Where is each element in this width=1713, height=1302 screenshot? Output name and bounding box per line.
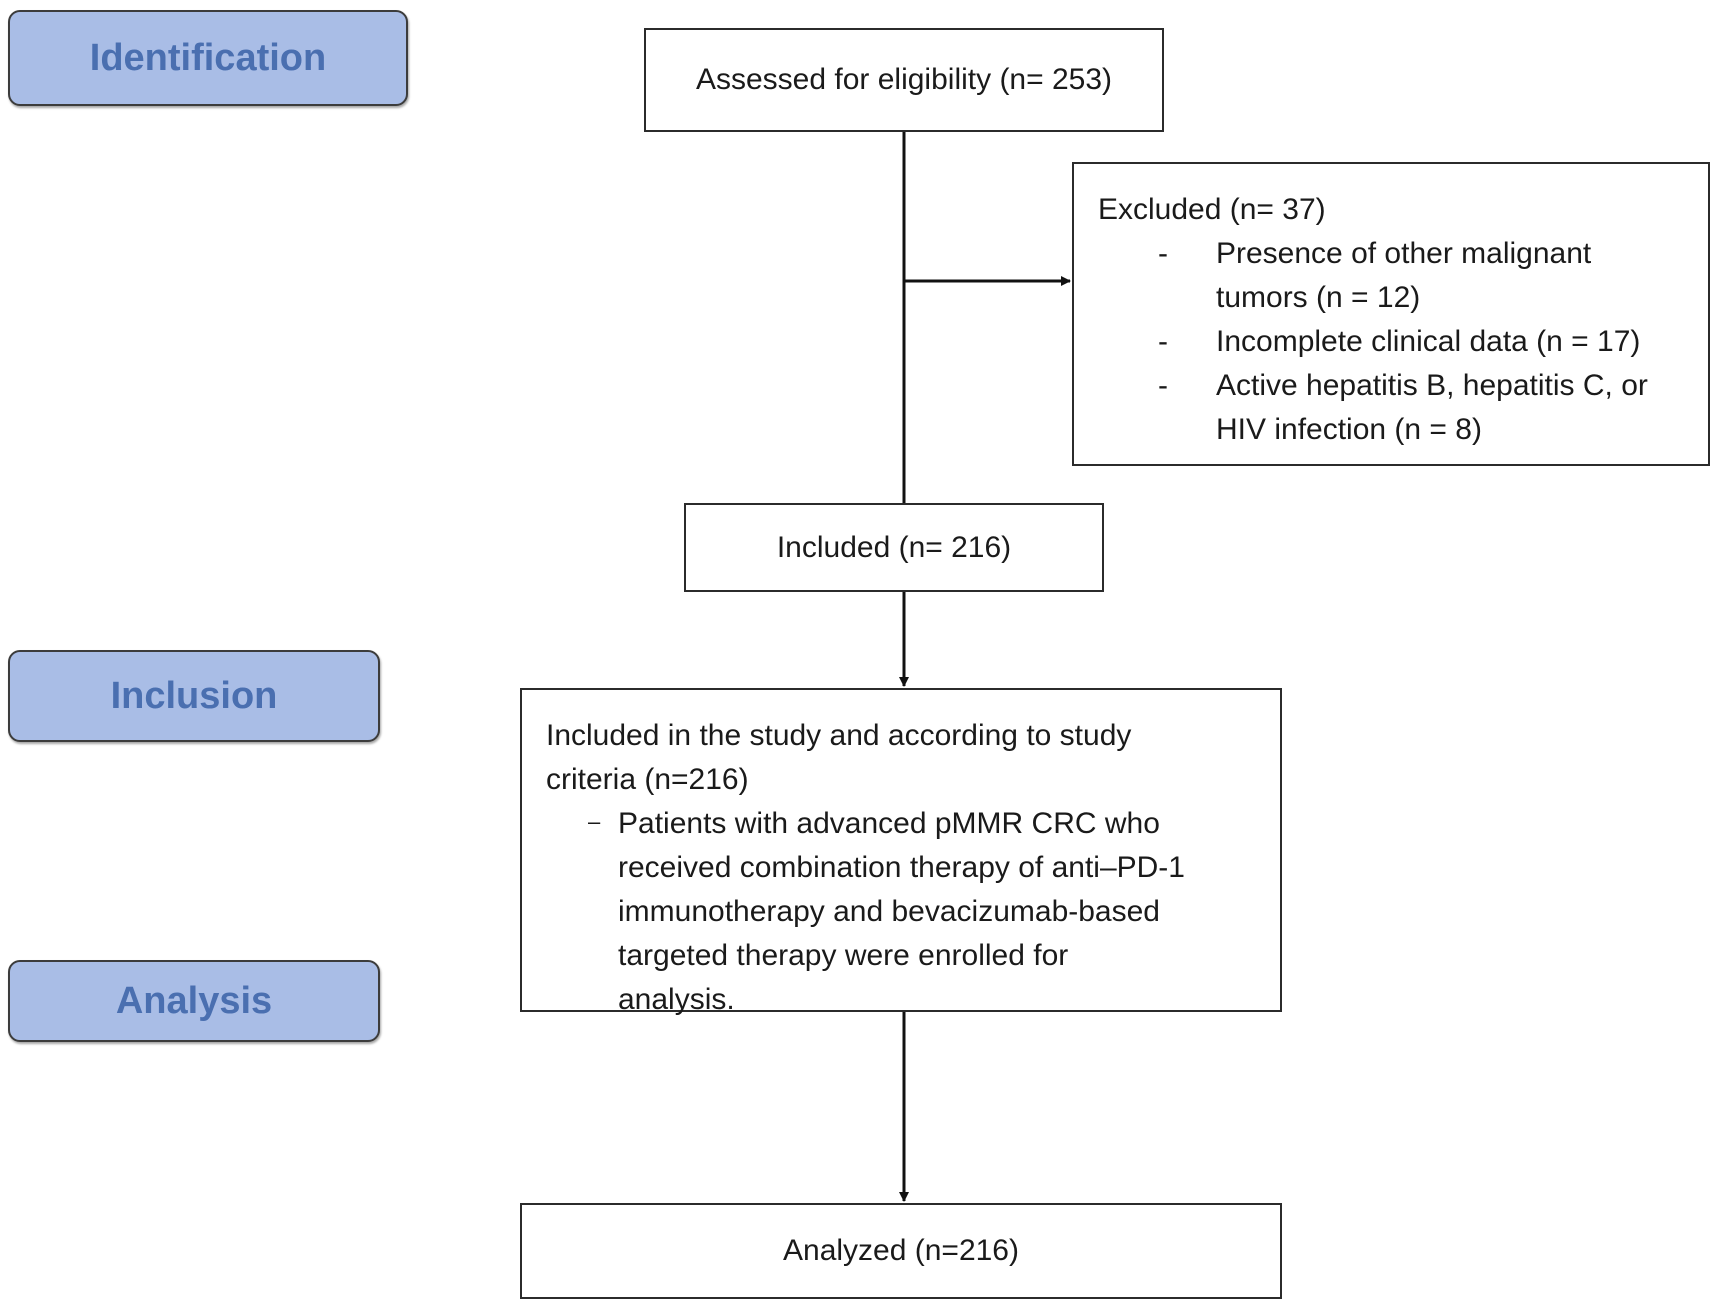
- assessed-text: Assessed for eligibility (n= 253): [695, 63, 1113, 96]
- bullet-dash: -: [1158, 369, 1168, 402]
- excluded-item-text: Incomplete clinical data (n = 17): [1216, 325, 1641, 358]
- excluded-box: Excluded (n= 37) - Presence of other mal…: [1072, 162, 1710, 466]
- assessed-box: Assessed for eligibility (n= 253): [644, 28, 1164, 132]
- included-text: Included (n= 216): [776, 530, 1012, 564]
- included-box: Included (n= 216): [684, 503, 1104, 592]
- analyzed-text: Analyzed (n=216): [783, 1234, 1019, 1267]
- study-list: – Patients with advanced pMMR CRC who re…: [546, 802, 1264, 1022]
- excluded-title: Excluded (n= 37): [1098, 193, 1326, 226]
- study-item: – Patients with advanced pMMR CRC who re…: [522, 802, 1188, 1022]
- stage-inclusion: Inclusion: [8, 650, 380, 742]
- study-item-text: Patients with advanced pMMR CRC who rece…: [618, 807, 1185, 1016]
- bullet-dash: –: [588, 809, 601, 834]
- analyzed-box: Analyzed (n=216): [520, 1203, 1282, 1299]
- excluded-item: - Active hepatitis B, hepatitis C, or HI…: [1098, 364, 1690, 452]
- bullet-dash: -: [1158, 237, 1168, 270]
- excluded-item: - Presence of other malignant tumors (n …: [1098, 232, 1602, 320]
- excluded-item-text: Active hepatitis B, hepatitis C, or HIV …: [1216, 369, 1648, 446]
- study-title: Included in the study and according to s…: [546, 719, 1132, 796]
- stage-identification: Identification: [8, 10, 408, 106]
- stage-analysis: Analysis: [8, 960, 380, 1042]
- study-box: Included in the study and according to s…: [520, 688, 1282, 1016]
- excluded-item-text: Presence of other malignant tumors (n = …: [1216, 237, 1592, 314]
- excluded-list: - Presence of other malignant tumors (n …: [1098, 232, 1688, 452]
- bullet-dash: -: [1158, 325, 1168, 358]
- excluded-item: - Incomplete clinical data (n = 17): [1098, 320, 1688, 364]
